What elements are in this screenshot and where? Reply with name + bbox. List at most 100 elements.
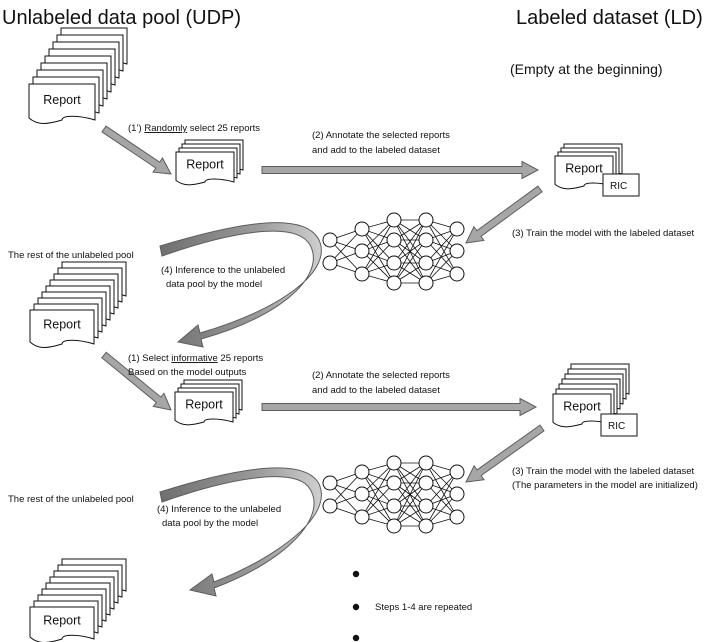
cycle2-rest-label: The rest of the unlabeled pool (8, 494, 134, 505)
nn-node (449, 509, 465, 525)
train-arrow-2 (465, 424, 545, 483)
report-label: Report (185, 398, 223, 412)
ric-tag-1: RIC (602, 173, 640, 197)
labeled-report-stack-2: Report (552, 363, 630, 428)
nn-node (418, 518, 434, 534)
report-label: Report (563, 400, 601, 414)
cycle1-annotate-line2: and add to the labeled dataset (312, 145, 440, 156)
rest-report-stack-2: Report (29, 558, 127, 642)
nn-connection (393, 219, 427, 284)
svg-text:RIC: RIC (610, 181, 627, 192)
nn-node (386, 498, 402, 514)
nn-node (418, 455, 434, 471)
nn-connection (361, 462, 395, 518)
udp-report-stack: Report (28, 27, 128, 124)
nn-connection (361, 493, 395, 527)
nn-node (418, 232, 434, 248)
nn-node (449, 243, 465, 259)
repeat-note: Steps 1-4 are repeated (375, 602, 472, 613)
nn-node (354, 486, 370, 502)
nn-node (418, 498, 434, 514)
cycle1-inference-line1: (4) Inference to the unlabeled (161, 265, 285, 276)
cycle2-select-label: (1) Select informative 25 reports (128, 353, 263, 364)
nn-connection (361, 228, 395, 264)
cycle1-inference-line2: data pool by the model (166, 279, 262, 290)
nn-connection (425, 462, 458, 518)
nn-connection (393, 462, 427, 507)
nn-node (386, 255, 402, 271)
cycle1-train-label: (3) Train the model with the labeled dat… (512, 228, 695, 239)
nn-node (449, 486, 465, 502)
nn-connection (393, 482, 427, 527)
nn-node (322, 232, 338, 248)
nn-connection (393, 219, 427, 264)
neural-network-1 (322, 212, 465, 291)
nn-connection (361, 219, 395, 275)
nn-node (386, 518, 402, 534)
nn-node (418, 212, 434, 228)
cycle2-inference-line1: (4) Inference to the unlabeled (157, 504, 281, 515)
cycle1-annotate-line1: (2) Annotate the selected reports (312, 130, 450, 141)
selected-report-stack-1: Report (175, 139, 244, 186)
ld-empty-note: (Empty at the beginning) (510, 61, 663, 77)
nn-connection (425, 219, 458, 275)
nn-connection (361, 239, 395, 275)
report-label: Report (565, 162, 603, 176)
nn-node (354, 509, 370, 525)
nn-connection (425, 471, 458, 507)
nn-connection (361, 482, 395, 518)
report-page (29, 309, 95, 348)
repeat-dot-3 (352, 634, 360, 642)
nn-connection (329, 228, 363, 264)
annotate-arrow-2 (261, 397, 538, 417)
report-label: Report (43, 318, 81, 332)
annotate-arrow-1 (261, 160, 540, 180)
cycle2-annotate-line2: and add to the labeled dataset (312, 385, 440, 396)
nn-node (354, 221, 370, 237)
nn-node (449, 266, 465, 282)
cycle2-annotate-line1: (2) Annotate the selected reports (312, 370, 450, 381)
cycle2-inference-line2: data pool by the model (162, 518, 258, 529)
report-page (29, 606, 95, 642)
neural-network-2 (322, 455, 465, 534)
train-arrow-1 (465, 185, 543, 244)
nn-node (354, 464, 370, 480)
cycle2-select-line2: Based on the model outputs (128, 367, 247, 378)
cycle2-train-line1: (3) Train the model with the labeled dat… (512, 466, 695, 477)
report-label: Report (186, 158, 224, 172)
nn-connection (425, 228, 458, 264)
nn-connection (361, 250, 395, 284)
ric-tag-2: RIC (600, 413, 638, 437)
nn-connection (361, 228, 395, 284)
select-arrow-2 (101, 351, 172, 411)
repeat-dot-1 (352, 570, 360, 578)
svg-text:RIC: RIC (608, 421, 625, 432)
nn-node (386, 475, 402, 491)
cycle1-select-label: (1’) Randomly select 25 reports (128, 123, 260, 134)
nn-connection (329, 471, 363, 507)
report-page (175, 151, 235, 186)
report-label: Report (43, 614, 81, 628)
nn-node (418, 475, 434, 491)
report-label: Report (43, 93, 81, 107)
nn-node (386, 455, 402, 471)
select-arrow-1 (101, 125, 172, 175)
cycle2-train-line2: (The parameters in the model are initial… (512, 480, 698, 491)
udp-header: Unlabeled data pool (UDP) (2, 7, 241, 29)
labeled-report-stack-1: Report (554, 143, 623, 190)
cycle1-rest-label: The rest of the unlabeled pool (8, 250, 134, 261)
rest-report-stack-1: Report (29, 261, 127, 348)
nn-node (418, 255, 434, 271)
nn-node (322, 255, 338, 271)
nn-connection (393, 462, 427, 527)
report-page (174, 391, 234, 426)
selected-report-stack-2: Report (174, 379, 243, 426)
inference-curve-arrow-2 (159, 467, 322, 597)
nn-node (386, 212, 402, 228)
nn-node (449, 464, 465, 480)
nn-node (322, 498, 338, 514)
nn-connection (425, 471, 458, 527)
repeat-dot-2 (352, 603, 360, 611)
nn-connection (361, 471, 395, 527)
